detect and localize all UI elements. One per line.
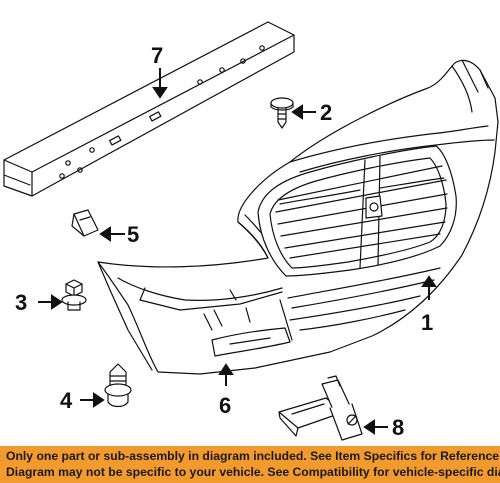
callout-7: 7: [151, 43, 163, 68]
leader-arrow-4: [80, 392, 105, 408]
parts-diagram: 7 2 5 3 4 6 1 8: [3, 21, 499, 441]
leader-arrow-8: [363, 419, 388, 435]
bumper-cover-part-1: [97, 59, 499, 375]
callout-3: 3: [15, 290, 27, 315]
screw-part-3: [61, 279, 87, 311]
disclaimer-banner: Only one part or sub-assembly in diagram…: [0, 446, 500, 483]
reinforcement-bar-part-7: [3, 21, 295, 197]
callout-5: 5: [127, 222, 139, 247]
disclaimer-line-2: Diagram may not be specific to your vehi…: [6, 464, 500, 479]
rivet-part-4: [104, 363, 132, 408]
clip-nut-part-5: [71, 209, 99, 237]
sensor-bracket-part-8: [278, 375, 363, 441]
disclaimer-line-1: Only one part or sub-assembly in diagram…: [6, 449, 500, 463]
callout-8: 8: [392, 415, 404, 440]
leader-arrow-5: [99, 226, 125, 242]
leader-arrow-2: [291, 104, 316, 120]
push-pin-part-2: [270, 97, 294, 129]
callout-1: 1: [421, 310, 433, 335]
leader-arrow-7: [152, 68, 168, 99]
leader-arrow-6: [218, 363, 234, 386]
callout-2: 2: [320, 100, 332, 125]
callout-4: 4: [60, 388, 73, 413]
leader-arrow-3: [38, 294, 63, 310]
leader-arrow-1: [421, 275, 437, 300]
callout-6: 6: [219, 393, 231, 418]
